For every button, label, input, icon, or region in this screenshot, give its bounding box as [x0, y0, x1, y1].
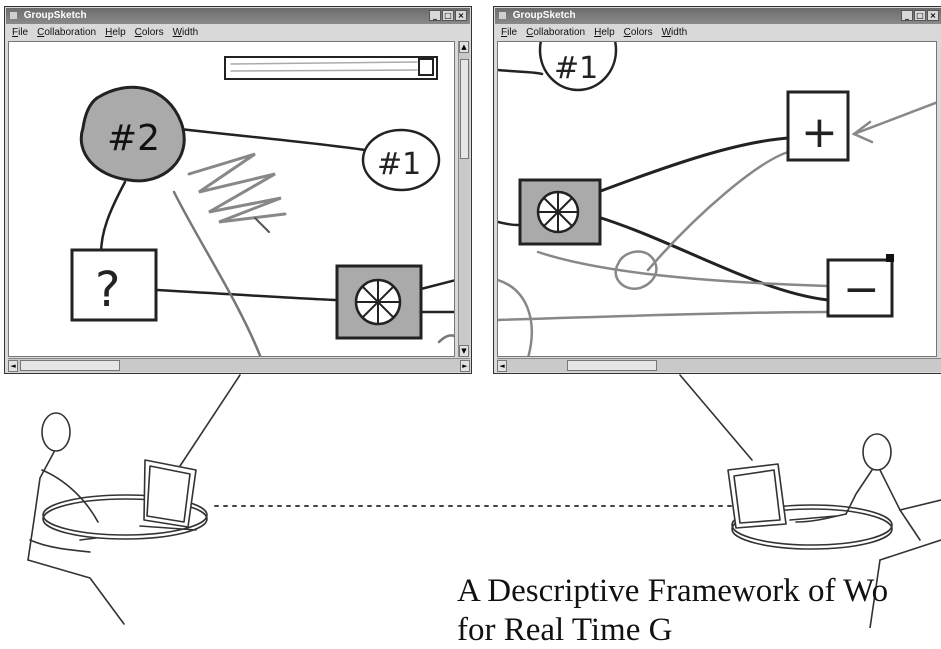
menu-bar: File Collaboration Help Colors Width [495, 25, 941, 40]
sketch-drawing: #2 #1 ? [70, 56, 454, 356]
close-icon[interactable]: × [927, 10, 939, 21]
sketch-drawing: #1 + [498, 42, 936, 356]
maximize-icon[interactable]: □ [442, 10, 454, 21]
horizontal-scrollbar[interactable]: ◄ [497, 358, 941, 372]
scroll-up-icon[interactable]: ▲ [459, 41, 469, 53]
scroll-right-icon[interactable]: ► [460, 360, 470, 372]
scroll-thumb[interactable] [567, 360, 657, 371]
sketch-canvas[interactable]: #2 #1 ? [8, 41, 455, 357]
menu-file[interactable]: File [12, 27, 29, 38]
menu-colors[interactable]: Colors [134, 27, 164, 38]
label-question: ? [95, 262, 120, 318]
window-controls: _ □ × [429, 10, 467, 21]
caption-line-1: A Descriptive Framework of Wo [457, 573, 889, 609]
scroll-left-icon[interactable]: ◄ [497, 360, 507, 372]
person-left [27, 412, 208, 625]
menu-collaboration[interactable]: Collaboration [526, 27, 586, 38]
window-title: GroupSketch [23, 10, 87, 21]
app-icon [499, 12, 506, 19]
minimize-icon[interactable]: _ [429, 10, 441, 21]
menu-width[interactable]: Width [172, 27, 199, 38]
caption-line-2: for Real Time G [457, 612, 673, 648]
scroll-thumb[interactable] [460, 59, 469, 159]
app-icon [10, 12, 17, 19]
person-right [727, 433, 941, 628]
scroll-thumb[interactable] [20, 360, 120, 371]
menu-help[interactable]: Help [105, 27, 126, 38]
menu-colors[interactable]: Colors [623, 27, 653, 38]
window-title: GroupSketch [512, 10, 576, 21]
scroll-down-icon[interactable]: ▼ [459, 345, 469, 357]
groupsketch-window-right: GroupSketch _ □ × File Collaboration Hel… [493, 6, 941, 374]
title-bar[interactable]: GroupSketch _ □ × [495, 8, 941, 24]
menu-bar: File Collaboration Help Colors Width [6, 25, 470, 40]
horizontal-scrollbar[interactable]: ◄ ► [8, 358, 470, 372]
window-controls: _ □ × [901, 10, 939, 21]
label-node-2: #2 [107, 118, 160, 159]
menu-file[interactable]: File [501, 27, 518, 38]
label-node-1: #1 [554, 51, 598, 86]
close-icon[interactable]: × [455, 10, 467, 21]
maximize-icon[interactable]: □ [914, 10, 926, 21]
collaboration-scene [27, 374, 941, 628]
groupsketch-window-left: GroupSketch _ □ × File Collaboration Hel… [4, 6, 472, 374]
wheel-icon [335, 264, 423, 340]
label-minus: − [843, 264, 880, 315]
label-plus: + [801, 107, 838, 158]
title-bar[interactable]: GroupSketch _ □ × [6, 8, 470, 24]
scroll-left-icon[interactable]: ◄ [8, 360, 18, 372]
connector-left [179, 374, 241, 467]
minimize-icon[interactable]: _ [901, 10, 913, 21]
wheel-icon [518, 178, 602, 246]
vertical-scrollbar[interactable]: ▲ ▼ [458, 41, 470, 357]
connector-right [679, 374, 753, 461]
label-node-1: #1 [377, 147, 421, 182]
menu-help[interactable]: Help [594, 27, 615, 38]
menu-width[interactable]: Width [661, 27, 688, 38]
sketch-canvas[interactable]: #1 + [497, 41, 937, 357]
menu-collaboration[interactable]: Collaboration [37, 27, 97, 38]
